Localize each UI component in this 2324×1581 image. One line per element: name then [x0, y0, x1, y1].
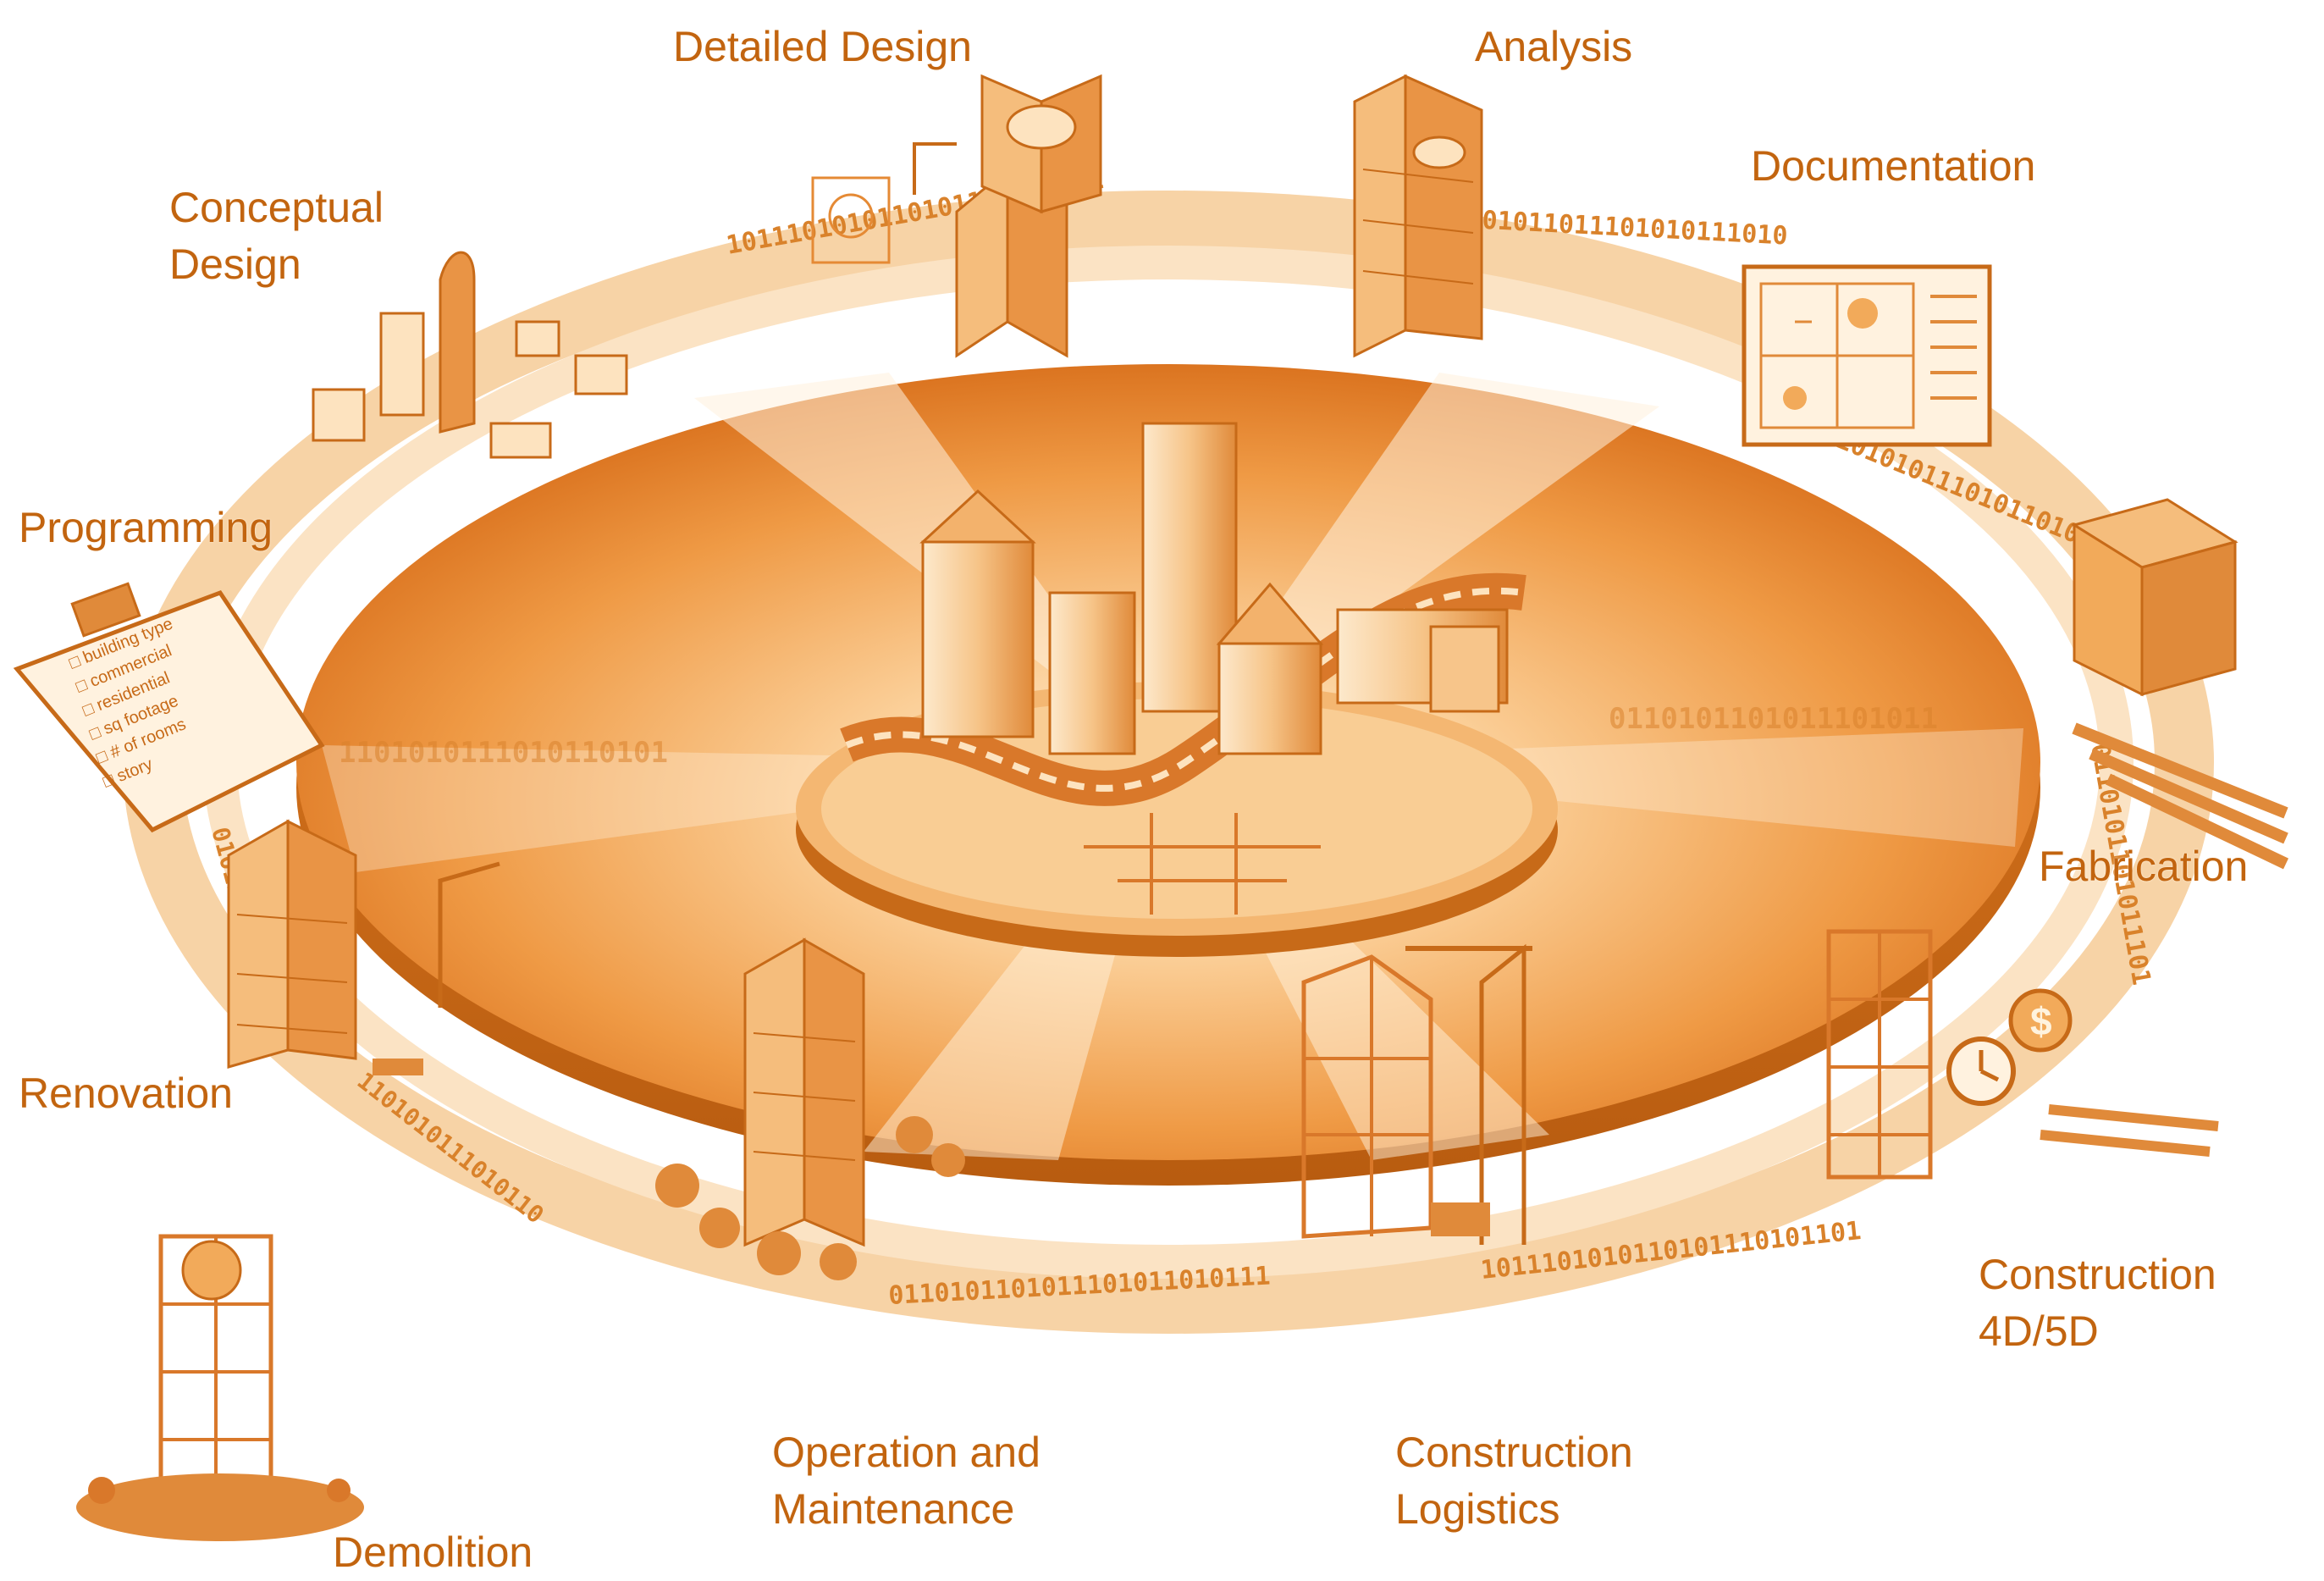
fabrication-frame-icon	[2071, 498, 2289, 870]
label-programming: Programming	[19, 500, 273, 556]
label-line: Documentation	[1751, 142, 2036, 190]
label-line: Logistics	[1395, 1485, 1560, 1533]
tower-building-icon	[811, 74, 1102, 358]
label-demolition: Demolition	[333, 1524, 533, 1581]
label-line: 4D/5D	[1979, 1307, 2099, 1355]
label-renovation: Renovation	[19, 1065, 233, 1122]
label-line: Maintenance	[772, 1485, 1015, 1533]
label-line: Conceptual	[169, 184, 384, 231]
label-line: Demolition	[333, 1528, 533, 1576]
label-line: Construction	[1979, 1251, 2216, 1298]
central-city-model	[796, 422, 1558, 957]
label-line: Analysis	[1475, 23, 1633, 70]
label-documentation: Documentation	[1751, 138, 2035, 195]
label-construction-4d5d: Construction 4D/5D	[1979, 1247, 2216, 1360]
demolished-building-icon	[76, 1234, 364, 1541]
label-line: Programming	[19, 504, 273, 551]
renovation-building-icon	[227, 819, 500, 1075]
label-line: Detailed Design	[673, 23, 972, 70]
label-analysis: Analysis	[1475, 19, 1632, 75]
label-line: Construction	[1395, 1429, 1633, 1476]
label-operation-maintenance: Operation and Maintenance	[772, 1424, 1041, 1538]
label-line: Fabrication	[2039, 843, 2249, 890]
floor-plan-sheet-icon	[1742, 264, 1992, 447]
label-construction-logistics: Construction Logistics	[1395, 1424, 1633, 1538]
analysis-tower-icon	[1353, 74, 1483, 358]
massing-model-icon	[312, 251, 628, 459]
crane-icon	[1301, 943, 1532, 1245]
label-detailed-design: Detailed Design	[673, 19, 972, 75]
label-line: Renovation	[19, 1070, 233, 1117]
label-line: Design	[169, 240, 301, 288]
svg-text:$: $	[2030, 999, 2052, 1043]
label-conceptual-design: Conceptual Design	[169, 180, 384, 293]
binary-string-9: 1101010111010110101	[339, 736, 668, 770]
clipboard-icon: □ building type□ commercial□ residential…	[13, 582, 325, 833]
label-line: Operation and	[772, 1429, 1041, 1476]
binary-string-10: 0110101101011101011	[1609, 702, 1938, 736]
tower-with-trees-icon	[655, 937, 965, 1280]
clock-and-dollar-icon: $	[1826, 929, 2219, 1180]
label-fabrication: Fabrication	[2039, 838, 2248, 895]
